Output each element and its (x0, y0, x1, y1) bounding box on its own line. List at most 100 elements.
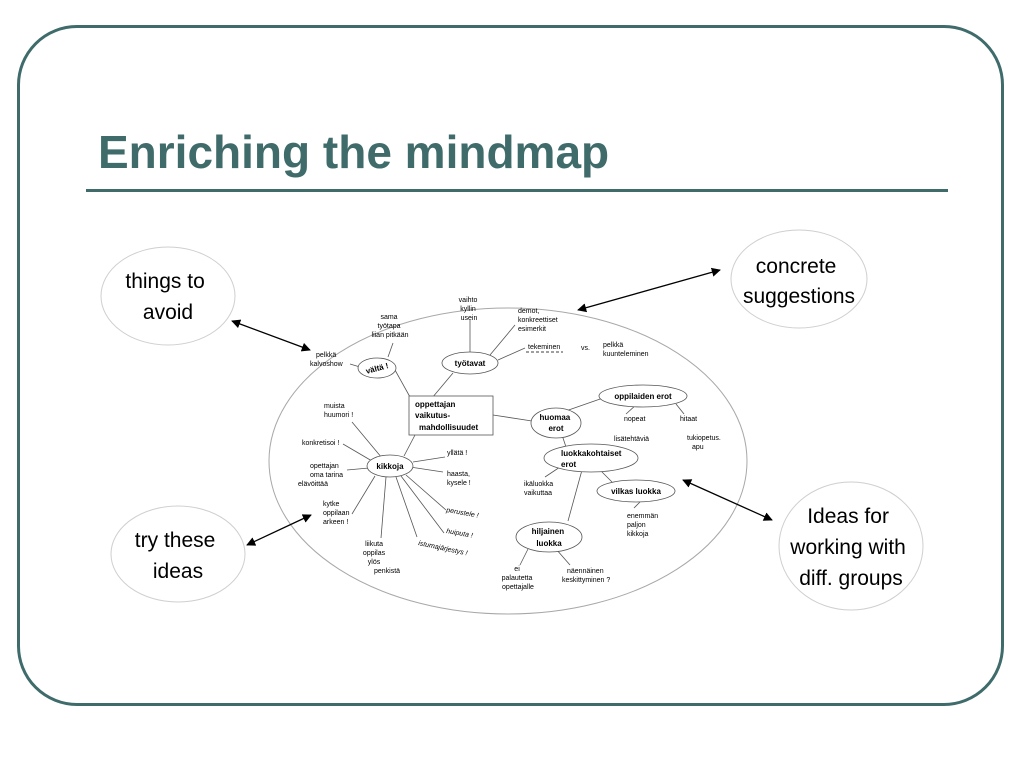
leaf-text-line: huumori ! (324, 412, 353, 419)
arrow-ideas-for-groups (682, 479, 773, 521)
callout-text-line: try these (135, 529, 216, 552)
leaf-text-line: konkreettiset (518, 317, 558, 324)
node-text-line: erot (561, 460, 576, 469)
leaf-text-line: sama (380, 314, 397, 321)
node-text-line: luokkakohtaiset (561, 449, 622, 458)
leaf-text-line: paljon (627, 522, 646, 529)
leaf-pelkka-kuunteleminen: pelkkä kuunteleminen (603, 342, 649, 358)
leaf-muista-huumori: muista huumori ! (324, 403, 353, 419)
title-underline (86, 189, 948, 192)
callout-bubble-try-these-ideas (110, 505, 246, 603)
callout-bubble-concrete-suggestions (730, 229, 868, 329)
leaf-text-line: oppilas (363, 550, 386, 557)
leaf-text-line: esimerkit (518, 326, 546, 333)
leaf-tekeminen: tekeminen (528, 344, 560, 351)
callout-bubble-things-to-avoid (100, 246, 236, 346)
node-label-vilkas: vilkas luokka (611, 487, 661, 496)
leaf-haasta-kysele: haasta, kysele ! (447, 471, 472, 487)
leaf-text-line: nopeat (624, 416, 645, 423)
node-label-huomaa: huomaa erot (540, 413, 573, 433)
leaf-nopeat: nopeat lisätehtäviä (614, 416, 649, 443)
leaf-istumajarjestys: istumajärjestys ! (418, 540, 469, 557)
leaf-text-line: oppilaan (323, 510, 350, 517)
leaf-yllata: yllätä ! (447, 450, 467, 457)
leaf-ikaluokka: ikäluokka vaikuttaa (524, 481, 555, 497)
leaf-vs: vs. (581, 345, 590, 352)
leaf-text-line: apu (692, 444, 704, 451)
mindmap-outline (268, 307, 748, 615)
leaf-oma-tarina: opettajan oma tarina elävöittää (298, 463, 345, 488)
leaf-text-line: kysele ! (447, 480, 471, 487)
leaf-text-line: muista (324, 403, 345, 410)
node-text-line: mahdollisuudet (419, 423, 478, 432)
callout-text-line: concrete (756, 255, 837, 278)
node-bubble-luokkakohtaiset (543, 443, 639, 473)
arrow-try-these-ideas (246, 514, 312, 546)
leaf-text-line: pelkkä (316, 352, 336, 359)
leaf-text-line: työtapa (378, 323, 401, 330)
leaf-text-line: ei (514, 566, 520, 573)
leaf-text-line: vaikuttaa (524, 490, 552, 497)
callout-bubble-ideas-for-groups (778, 481, 924, 611)
node-bubble-vilkas (596, 479, 676, 503)
leaf-text-line: vaihto (459, 297, 478, 304)
leaf-text-line: penkistä (374, 568, 400, 575)
leaf-text-line: tukiopetus. (687, 435, 721, 442)
leaf-text-line: haasta, (447, 471, 470, 478)
leaf-text-line: opettajan (310, 463, 339, 470)
node-label-luokkakohtaiset: luokkakohtaiset erot (561, 449, 624, 469)
leaf-naennainen: näennäinen keskittyminen ? (562, 568, 610, 584)
leaf-pelkka-kalvoshow: pelkkä kalvoshow (310, 352, 344, 368)
slide-title: Enriching the mindmap (98, 126, 610, 178)
leaf-text-line: usein (461, 315, 478, 322)
leaf-perustele: perustele ! (445, 507, 479, 520)
leaf-text-line: kalvoshow (310, 361, 344, 368)
node-text-line: vaikutus- (415, 411, 450, 420)
callout-text-line: avoid (143, 301, 193, 324)
leaf-text-line: kyllin (460, 306, 476, 313)
node-bubble-hiljainen (515, 521, 583, 553)
node-label-tyotavat: työtavat (455, 359, 486, 368)
node-text-line: erot (548, 424, 563, 433)
leaf-text-line: arkeen ! (323, 519, 348, 526)
callout-concrete-suggestions: concrete suggestions (743, 255, 855, 308)
node-label-center: oppettajan vaikutus- mahdollisuudet (415, 400, 478, 432)
leaf-text-line: liian pitkään (372, 332, 409, 339)
leaf-enemman-kikkoja: enemmän paljon kikkoja (627, 513, 660, 538)
leaf-liikuta-oppilas: liikuta oppilas ylös penkistä (363, 541, 400, 575)
leaf-hitaat: hitaat tukiopetus. apu (680, 416, 723, 451)
node-text-line: oppettajan (415, 400, 456, 409)
slide-frame (17, 25, 1004, 706)
leaf-text-line: enemmän (627, 513, 658, 520)
node-bubble-tyotavat (441, 351, 499, 375)
leaf-text-line: kuunteleminen (603, 351, 649, 358)
leaf-text-line: ylös (368, 559, 381, 566)
leaf-text-line: hitaat (680, 416, 697, 423)
leaf-ei-palautetta: ei palautetta opettajalle (502, 566, 535, 591)
callout-try-these-ideas: try these ideas (135, 529, 221, 583)
callout-text-line: Ideas for (807, 505, 889, 528)
callout-ideas-for-groups: Ideas for working with diff. groups (789, 505, 911, 590)
leaf-demot: demot, konkreettiset esimerkit (518, 308, 560, 333)
leaf-text-line: demot, (518, 308, 539, 315)
leaf-sama-tyotapa: sama työtapa liian pitkään (372, 314, 409, 339)
leaf-text-line: elävöittää (298, 481, 328, 488)
node-bubble-kikkoja (366, 454, 414, 478)
node-text-line: huomaa (540, 413, 571, 422)
leaf-text-line: pelkkä (603, 342, 623, 349)
node-text-line: hiljainen (532, 527, 565, 536)
node-bubble-huomaa (530, 407, 582, 439)
node-box-center (408, 395, 494, 436)
node-text-line: luokka (536, 539, 562, 548)
node-label-kikkoja: kikkoja (376, 462, 404, 471)
leaf-vaihto: vaihto kyllin usein (459, 297, 480, 322)
callout-text-line: things to (125, 270, 204, 293)
callout-text-line: ideas (153, 560, 203, 583)
leaf-text-line: ikäluokka (524, 481, 553, 488)
leaf-kytke-arkeen: kytke oppilaan arkeen ! (323, 501, 351, 526)
leaf-text-line: palautetta (502, 575, 533, 582)
node-label-hiljainen: hiljainen luokka (532, 527, 567, 548)
leaf-text-line: oma tarina (310, 472, 343, 479)
leaf-text-line: lisätehtäviä (614, 436, 649, 443)
